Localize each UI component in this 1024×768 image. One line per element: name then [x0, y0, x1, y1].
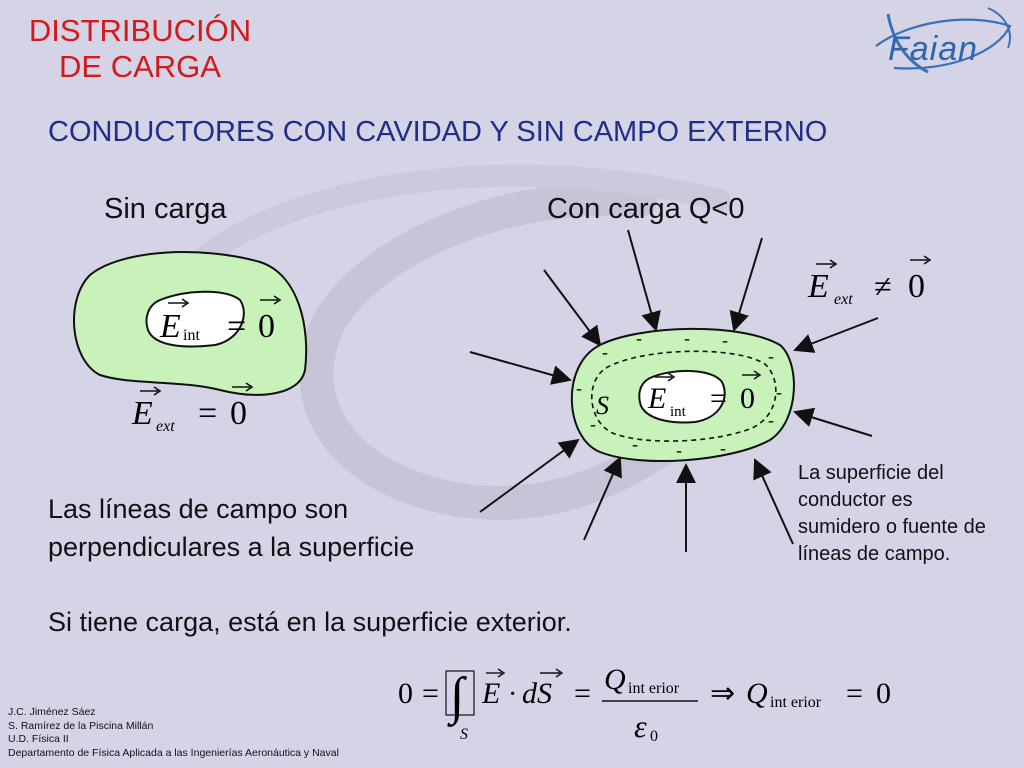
svg-text:-: - — [576, 378, 582, 398]
svg-text:int erior: int erior — [770, 694, 822, 711]
page-title: DISTRIBUCIÓN DE CARGA — [28, 13, 252, 84]
svg-text:-: - — [768, 410, 774, 430]
svg-text:-: - — [636, 328, 642, 348]
svg-text:E: E — [481, 677, 500, 710]
cavity — [145, 290, 245, 348]
svg-text:⇒: ⇒ — [710, 677, 735, 710]
svg-text:0: 0 — [908, 268, 925, 305]
logo-icon — [875, 7, 1012, 74]
svg-text:-: - — [684, 328, 690, 348]
formula-e-ext-zero-left: E ext = 0 — [131, 382, 254, 435]
svg-text:-: - — [676, 440, 682, 460]
svg-text:int erior: int erior — [628, 680, 680, 697]
svg-text:0: 0 — [230, 395, 247, 432]
label-con-carga: Con carga Q<0 — [547, 193, 745, 225]
credit-line: S. Ramírez de la Piscina Millán — [8, 719, 154, 732]
faian-logo: Faian — [868, 2, 1018, 82]
charge-surface-text: Si tiene carga, está en la superficie ex… — [48, 607, 572, 637]
surface-label: S — [596, 391, 609, 420]
svg-text:-: - — [590, 414, 596, 434]
svg-text:=: = — [422, 677, 439, 710]
cavity-charged — [638, 370, 726, 424]
svg-text:0: 0 — [876, 677, 891, 710]
svg-text:≠: ≠ — [874, 268, 892, 304]
svg-text:-: - — [776, 382, 782, 402]
svg-text:S: S — [460, 726, 468, 743]
svg-text:dS: dS — [522, 677, 552, 710]
svg-text:ε: ε — [634, 708, 647, 744]
svg-text:·: · — [508, 679, 517, 710]
svg-text:=: = — [227, 308, 246, 345]
credit-line: Departamento de Física Aplicada a las In… — [8, 746, 339, 759]
surface-note: La superficie del conductor es sumidero … — [798, 462, 986, 565]
svg-text:=: = — [574, 677, 591, 710]
svg-text:0: 0 — [740, 382, 755, 415]
gauss-law-formula: 0 = ∫ S E · dS = Q int erior ε 0 ⇒ Q int… — [398, 663, 891, 745]
svg-text:int: int — [183, 327, 200, 344]
svg-text:E: E — [647, 382, 666, 415]
svg-text:E: E — [131, 395, 153, 432]
surface-charges: - - - - - - - - - - - - — [576, 328, 782, 460]
formula-e-int-zero: E int = 0 — [159, 295, 282, 345]
logo-text: Faian — [888, 30, 979, 68]
svg-text:0: 0 — [258, 308, 275, 345]
svg-text:ext: ext — [156, 418, 175, 435]
field-lines-text: Las líneas de campo son perpendiculares … — [48, 494, 415, 562]
svg-text:E: E — [159, 308, 181, 345]
svg-text:-: - — [722, 330, 728, 350]
svg-text:=: = — [710, 382, 727, 415]
svg-text:=: = — [198, 395, 217, 432]
svg-text:∫: ∫ — [447, 668, 467, 727]
svg-text:=: = — [846, 677, 863, 710]
slide-subtitle: CONDUCTORES CON CAVIDAD Y SIN CAMPO EXTE… — [48, 116, 828, 148]
svg-text:0: 0 — [650, 728, 658, 745]
svg-text:0: 0 — [398, 677, 413, 710]
credits: J.C. Jiménez Sáez S. Ramírez de la Pisci… — [8, 706, 339, 760]
formula-e-ext-nonzero: E ext ≠ 0 — [807, 255, 932, 308]
field-lines — [469, 229, 879, 552]
formula-e-int-zero-right: E int = 0 — [647, 370, 762, 420]
svg-text:-: - — [602, 342, 608, 362]
svg-text:-: - — [632, 434, 638, 454]
credit-line: U.D. Física II — [8, 733, 69, 745]
svg-text:E: E — [807, 268, 829, 305]
svg-text:-: - — [720, 438, 726, 458]
svg-text:-: - — [768, 346, 774, 366]
svg-text:int: int — [670, 404, 687, 420]
svg-text:Q: Q — [604, 663, 626, 696]
label-sin-carga: Sin carga — [104, 193, 227, 225]
credit-line: J.C. Jiménez Sáez — [8, 706, 96, 718]
svg-text:Q: Q — [746, 677, 768, 710]
svg-text:ext: ext — [834, 291, 853, 308]
